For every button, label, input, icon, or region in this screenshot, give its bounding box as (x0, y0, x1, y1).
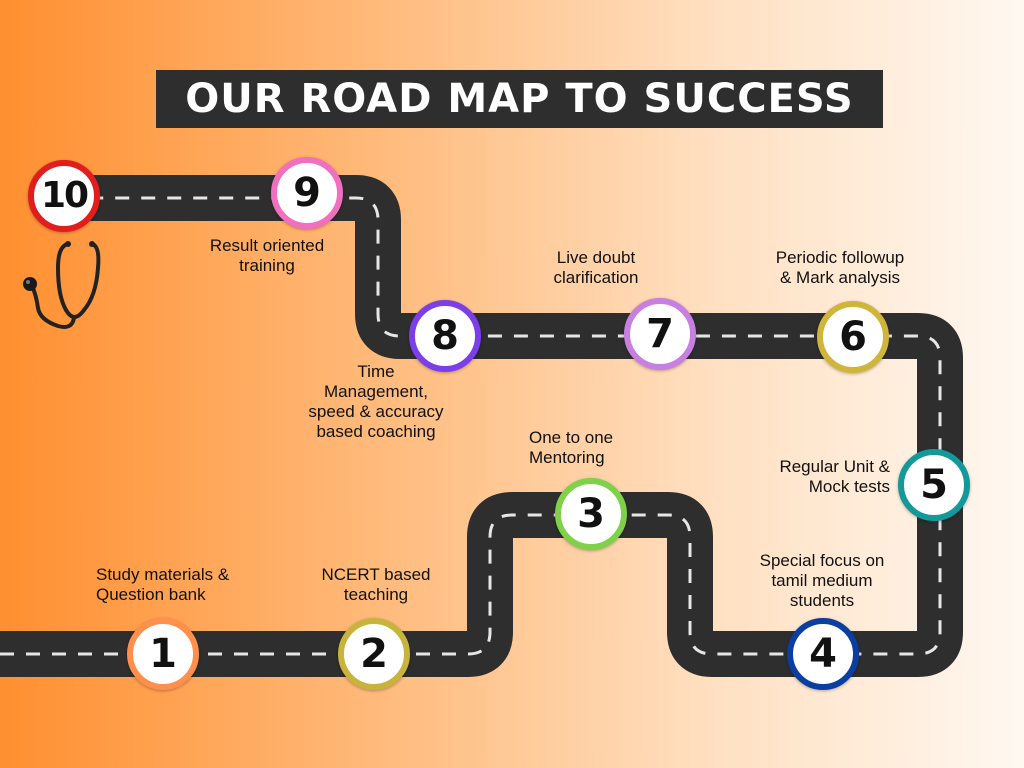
page-title: OUR ROAD MAP TO SUCCESS (185, 76, 854, 122)
step-6-number: 6 (839, 314, 867, 360)
step-4-label: Special focus on tamil medium students (759, 551, 885, 610)
step-1-marker: 1 (127, 618, 199, 690)
step-10-number: 10 (40, 175, 89, 216)
step-7-label: Live doubt clarification (553, 248, 639, 287)
step-8-number: 8 (431, 313, 459, 359)
step-9-number: 9 (293, 170, 321, 216)
step-9-label: Result oriented training (209, 236, 325, 275)
step-7-number: 7 (646, 311, 674, 357)
step-5-label: Regular Unit & Mock tests (779, 457, 890, 496)
step-3-number: 3 (577, 491, 605, 537)
step-3-marker: 3 (555, 478, 627, 550)
step-1-label: Study materials & Question bank (96, 565, 230, 604)
step-10-marker: 10 (28, 160, 100, 232)
step-9-marker: 9 (271, 157, 343, 229)
step-5-marker: 5 (898, 449, 970, 521)
step-2-number: 2 (360, 631, 388, 677)
step-8-label: Time Management, speed & accuracy based … (308, 362, 444, 441)
step-8-marker: 8 (409, 300, 481, 372)
title-banner: OUR ROAD MAP TO SUCCESS (156, 70, 883, 128)
step-6-label: Periodic followup & Mark analysis (775, 248, 905, 287)
step-1-number: 1 (149, 631, 177, 677)
stethoscope-icon (23, 241, 101, 329)
step-2-marker: 2 (338, 618, 410, 690)
road-center-line (0, 196, 942, 656)
step-4-number: 4 (809, 631, 837, 677)
step-7-marker: 7 (624, 298, 696, 370)
step-6-marker: 6 (817, 301, 889, 373)
step-3-label: One to one Mentoring (529, 428, 614, 467)
step-2-label: NCERT based teaching (321, 565, 431, 604)
step-4-marker: 4 (787, 618, 859, 690)
step-5-number: 5 (920, 462, 948, 508)
